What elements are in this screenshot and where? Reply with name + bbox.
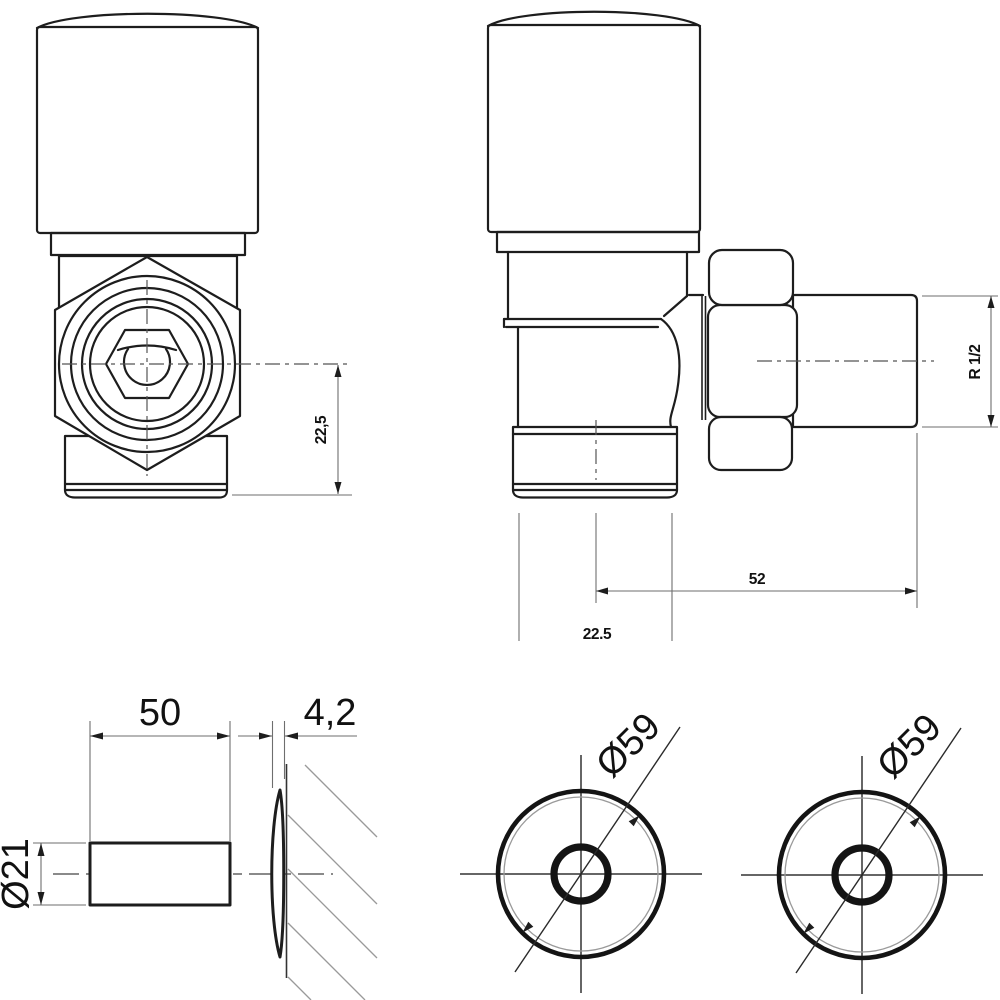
arrowhead-up-icon xyxy=(987,296,995,308)
side-body-right-curve xyxy=(659,317,681,429)
dim225-extension-lines xyxy=(518,513,673,641)
arrowhead-down-left-icon xyxy=(522,921,534,933)
arrowhead-up-right-icon xyxy=(909,816,921,828)
dim59-left-label: Ø59 xyxy=(588,705,668,785)
hatch-line xyxy=(287,868,378,959)
wall-hatch-lines xyxy=(287,764,378,1000)
front-outlet-bottom-edge xyxy=(63,488,229,499)
arrowhead-down-icon xyxy=(37,892,45,905)
dim21-extension-lines xyxy=(33,842,86,906)
front-cap-dome xyxy=(35,12,260,30)
cover-right-inner-edge-circle xyxy=(784,797,940,953)
side-hex-nut xyxy=(706,248,799,472)
tail-dim-diameter: Ø21 xyxy=(0,838,86,910)
front-circle-outer xyxy=(57,274,237,454)
arrowhead-up-icon xyxy=(37,843,45,856)
cover-right-hole-circle xyxy=(831,844,893,906)
cover-side-profile xyxy=(270,788,286,959)
arrowhead-left-icon xyxy=(90,732,103,740)
side-valve-head xyxy=(486,10,702,254)
tail-side-view: 50 4,2 Ø21 xyxy=(0,692,378,1000)
cover-left-outer-circle xyxy=(495,788,667,960)
front-dim-height-label: 22,5 xyxy=(313,415,330,444)
side-bottom-outlet xyxy=(511,425,679,499)
front-dim-height: 22,5 xyxy=(232,365,352,496)
valve-side-view: R 1/2 52 22.5 xyxy=(486,10,998,643)
dim50-label: 50 xyxy=(139,692,181,734)
dim225-label: 22.5 xyxy=(583,626,612,643)
arrowhead-right-icon xyxy=(259,732,272,740)
cover-front-view-right: Ø59 xyxy=(741,706,983,994)
dim59-right-line xyxy=(795,727,962,974)
dim50-extension-lines xyxy=(89,721,231,841)
side-outlet-bottom-edge xyxy=(511,488,679,499)
side-cap-dome xyxy=(486,10,702,28)
arrowhead-up-right-icon xyxy=(628,815,640,827)
front-cap-body xyxy=(35,25,260,235)
front-collar xyxy=(49,231,247,257)
side-dim-thread: R 1/2 xyxy=(922,295,998,428)
side-collar xyxy=(495,230,701,254)
cover-right-outer-circle xyxy=(776,789,948,961)
dim59-left-line xyxy=(514,726,681,973)
dim21-label: Ø21 xyxy=(0,838,37,910)
side-hex-nut-top xyxy=(707,248,795,307)
tail-dim-length: 50 xyxy=(89,692,231,841)
cover-left-inner-edge-circle xyxy=(503,796,659,952)
hatch-line xyxy=(287,814,378,905)
dim59-right-label: Ø59 xyxy=(869,706,949,786)
thread-dim-extension-lines xyxy=(922,295,998,428)
cover-front-view-left: Ø59 xyxy=(460,705,702,993)
dim42-label: 4,2 xyxy=(304,692,357,734)
arrowhead-left-icon xyxy=(285,732,298,740)
side-dim-22-5: 22.5 xyxy=(518,513,673,643)
arrowhead-down-icon xyxy=(334,482,342,494)
side-dim-52: 52 xyxy=(595,433,918,608)
thread-size-label: R 1/2 xyxy=(967,344,984,379)
side-hex-nut-middle xyxy=(706,303,799,419)
arrowhead-up-icon xyxy=(334,365,342,377)
hatch-line xyxy=(287,976,312,1000)
dim42-extension-lines xyxy=(271,721,286,788)
arrowhead-down-left-icon xyxy=(803,922,815,934)
front-spindle-circle xyxy=(122,347,172,386)
arrowhead-right-icon xyxy=(905,587,917,595)
valve-front-view: 22,5 xyxy=(35,12,352,499)
dim52-label: 52 xyxy=(749,571,765,588)
arrowhead-left-icon xyxy=(596,587,608,595)
hatch-line xyxy=(287,922,366,1000)
side-valve-body xyxy=(502,250,707,429)
front-valve-head xyxy=(35,12,260,257)
side-outlet-body xyxy=(511,425,679,492)
side-hex-nut-bottom xyxy=(707,415,794,472)
tail-pipe-body xyxy=(88,841,232,907)
wall-cover-profile xyxy=(270,764,378,1000)
side-washer-lines xyxy=(701,296,707,420)
front-circle-4 xyxy=(88,305,206,423)
side-cap-body xyxy=(486,23,702,234)
hatch-line xyxy=(304,764,378,838)
cover-left-hole-circle xyxy=(550,843,612,905)
front-hex-nut xyxy=(53,255,242,472)
arrowhead-right-icon xyxy=(217,732,230,740)
arrowhead-down-icon xyxy=(987,415,995,427)
side-body-shoulder xyxy=(662,294,689,318)
tail-dim-cover-thickness: 4,2 xyxy=(238,692,357,788)
